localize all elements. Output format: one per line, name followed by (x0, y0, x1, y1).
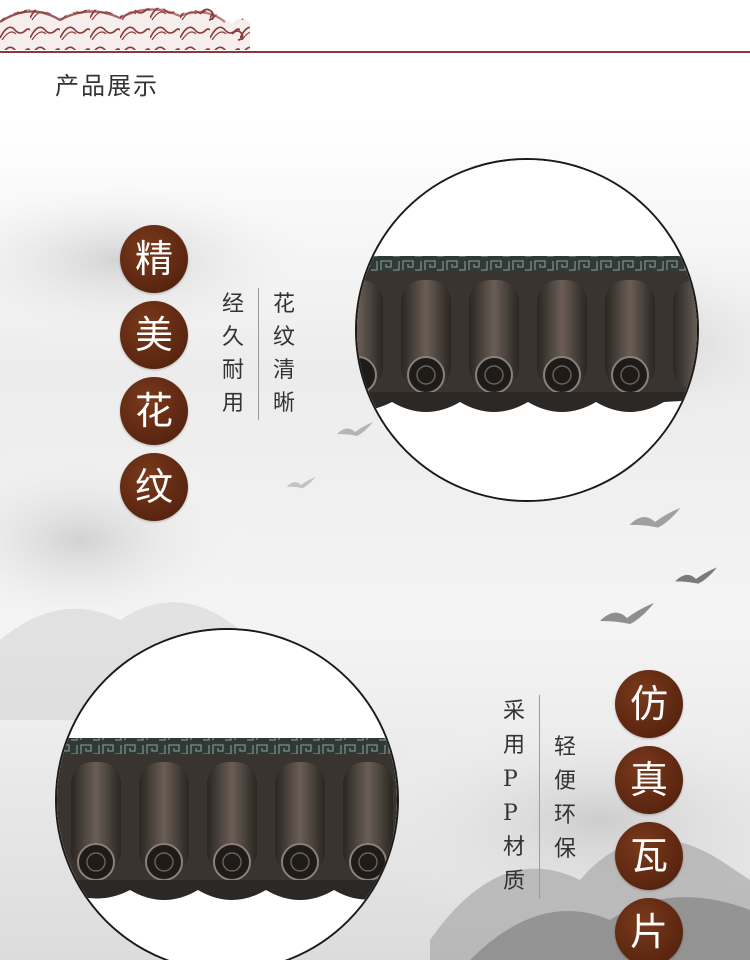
description-char: 纹 (273, 325, 296, 350)
section-title: 产品展示 (55, 72, 159, 100)
product-photo-circle-bottom (55, 628, 399, 960)
flying-bird-icon (675, 567, 717, 584)
description-char: 质 (503, 869, 526, 894)
description-column-left: 采 用 P P 材 质 (503, 695, 525, 899)
column-divider (258, 288, 260, 420)
description-char: 久 (222, 325, 245, 350)
badge-char: 美 (120, 301, 188, 369)
badge-char: 花 (120, 377, 188, 445)
feature-description-top: 经 久 耐 用 花 纹 清 晰 (222, 288, 295, 420)
description-char: 花 (273, 292, 296, 317)
description-column-left: 经 久 耐 用 (222, 288, 244, 420)
description-char: 轻 (554, 735, 577, 760)
roof-tile-image (357, 160, 697, 500)
feature-description-bottom: 采 用 P P 材 质 轻 便 环 保 (503, 695, 576, 899)
badge-char: 精 (120, 225, 188, 293)
wave-pattern-banner (0, 7, 250, 50)
flying-bird-icon (286, 477, 316, 489)
badge-char: 纹 (120, 453, 188, 521)
description-char: 用 (503, 733, 526, 758)
description-char: 便 (554, 769, 577, 794)
badge-char: 片 (615, 898, 683, 960)
description-column-right: 轻 便 环 保 (554, 731, 576, 899)
badge-char: 瓦 (615, 822, 683, 890)
flying-bird-icon (600, 603, 654, 624)
product-photo-circle-top (355, 158, 699, 502)
badge-char: 真 (615, 746, 683, 814)
description-char: 环 (554, 803, 577, 828)
description-char: 耐 (222, 358, 245, 383)
feature-badges-imitation-tile: 仿 真 瓦 片 (615, 670, 683, 960)
feature-badges-exquisite-pattern: 精 美 花 纹 (120, 225, 188, 521)
description-char: 采 (503, 699, 526, 724)
description-char: 晰 (273, 391, 296, 416)
header-divider (0, 51, 750, 53)
roof-tile-image (57, 630, 397, 960)
description-char: 用 (222, 391, 245, 416)
flying-bird-icon (337, 422, 373, 436)
description-char: 清 (273, 358, 296, 383)
description-char: 经 (222, 292, 245, 317)
flying-bird-icon (629, 507, 681, 528)
description-char: P (503, 801, 518, 826)
column-divider (539, 695, 541, 899)
description-char: P (503, 767, 518, 792)
badge-char: 仿 (615, 670, 683, 738)
description-column-right: 花 纹 清 晰 (273, 288, 295, 420)
description-char: 材 (503, 835, 526, 860)
description-char: 保 (554, 837, 577, 862)
